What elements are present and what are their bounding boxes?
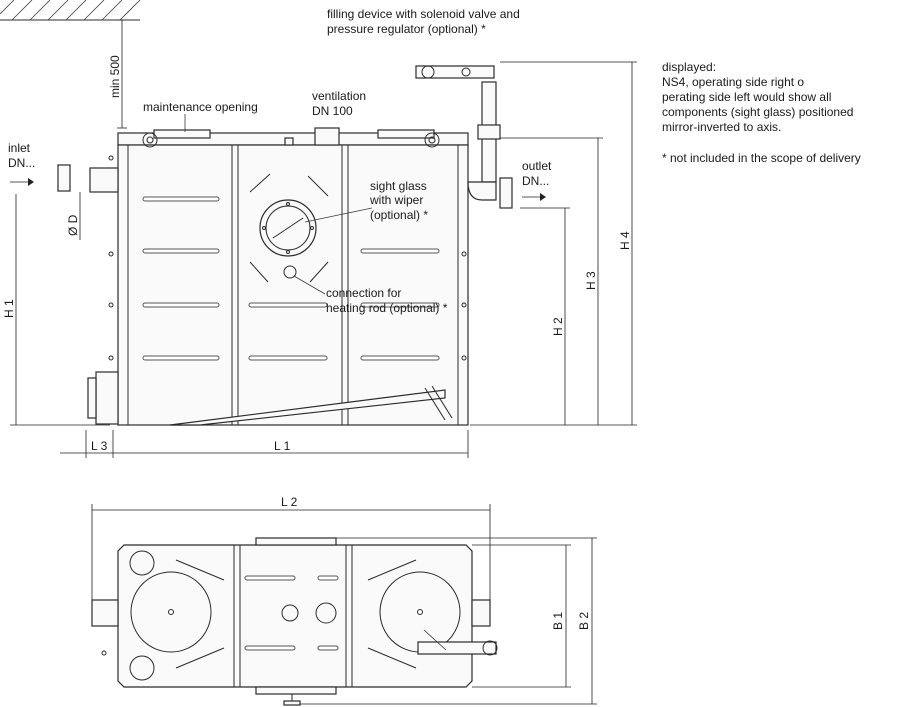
dimension-l2: L 2: [91, 495, 491, 600]
h2-label: H 2: [551, 317, 565, 336]
dimension-h2: H 2: [520, 207, 570, 425]
h1-label: H 1: [2, 299, 16, 318]
displayed-note-line: mirror-inverted to axis.: [662, 120, 782, 134]
min500-label: min 500: [108, 55, 122, 98]
filling-label-1: filling device with solenoid valve and: [327, 7, 520, 21]
filling-label-2: pressure regulator (optional) *: [327, 22, 486, 36]
b2-label: B 2: [577, 612, 591, 630]
filling-device: [415, 65, 513, 209]
dimension-h3: H 3: [500, 137, 603, 425]
inlet-label-2: DN...: [8, 156, 35, 170]
l3-label: L 3: [91, 439, 108, 453]
ventilation-label-2: DN 100: [312, 104, 353, 118]
inlet-pipe: [57, 164, 119, 425]
displayed-note-line: components (sight glass) positioned: [662, 105, 854, 119]
ventilation-stub: [314, 127, 340, 146]
sight-glass: [249, 173, 329, 283]
dimension-h4: H 4: [470, 61, 637, 426]
outlet-arrow-icon: [522, 193, 546, 201]
l2-label: L 2: [281, 495, 298, 509]
displayed-note-line: perating side left would show all: [662, 90, 832, 104]
b1-label: B 1: [551, 612, 565, 630]
ceiling-hatch: [0, 0, 141, 21]
maintenance-opening-left: [153, 129, 211, 139]
heating-rod-label-1: connection for: [326, 286, 401, 300]
od-label: Ø D: [66, 214, 80, 236]
dimension-od: Ø D: [66, 192, 81, 240]
outlet-label-1: outlet: [522, 159, 552, 173]
sight-glass-label-1: sight glass: [370, 179, 427, 193]
outlet-label-2: DN...: [522, 174, 549, 188]
top-view: [91, 537, 498, 706]
sight-glass-label-3: (optional) *: [370, 208, 428, 222]
inlet-arrow-icon: [10, 178, 34, 186]
inlet-label-1: inlet: [8, 141, 31, 155]
displayed-note: displayed: NS4, operating side right o p…: [662, 60, 853, 135]
ventilation-label-1: ventilation: [312, 89, 366, 103]
maintenance-label: maintenance opening: [143, 100, 258, 114]
side-view: [57, 65, 513, 426]
dimension-l1-l3: L 3 L 1: [60, 430, 469, 458]
dimension-b1: B 1: [472, 544, 571, 688]
footnote: * not included in the scope of delivery: [662, 151, 861, 165]
h4-label: H 4: [618, 231, 632, 250]
maintenance-opening-right: [377, 129, 435, 139]
min500-dimension: min 500: [108, 19, 127, 129]
dimension-b2: B 2: [300, 537, 597, 705]
displayed-note-line: displayed:: [662, 60, 717, 74]
h3-label: H 3: [584, 271, 598, 290]
l1-label: L 1: [274, 439, 291, 453]
displayed-note-line: NS4, operating side right o: [662, 75, 805, 89]
heating-rod-label-2: heating rod (optional) *: [326, 301, 448, 315]
tank-chamber-left: [130, 571, 212, 653]
sight-glass-label-2: with wiper: [369, 193, 423, 207]
dimension-h1: H 1: [2, 194, 110, 426]
